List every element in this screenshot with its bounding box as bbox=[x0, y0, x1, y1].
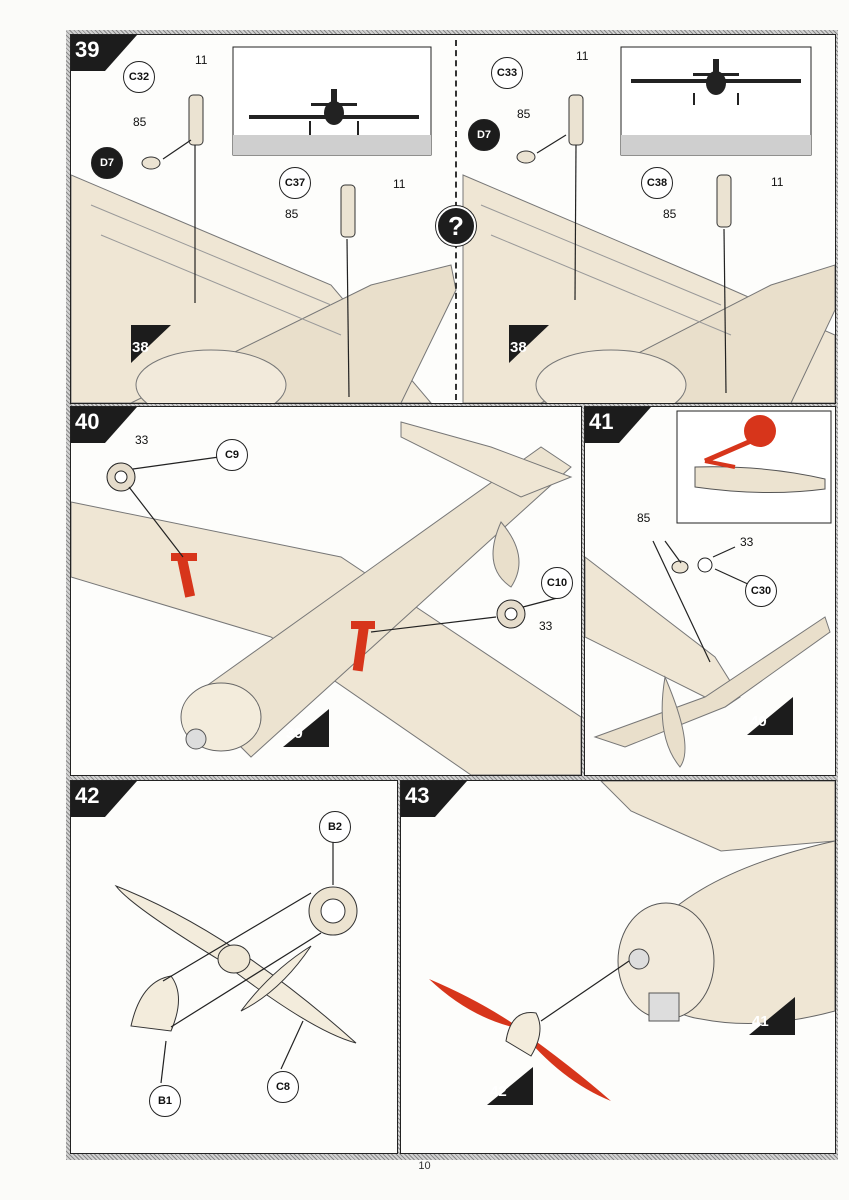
from-step-ref: 38 bbox=[132, 339, 149, 356]
step-number-tab: 42 bbox=[71, 781, 141, 817]
ref-label: 33 bbox=[135, 433, 149, 447]
step-40-illustration bbox=[71, 421, 581, 775]
step-number: 43 bbox=[405, 783, 430, 808]
part-callout: C32 bbox=[123, 61, 155, 93]
ref-label: 85 bbox=[637, 511, 651, 525]
step-39-illustration bbox=[71, 46, 835, 403]
ref-label: 33 bbox=[740, 535, 754, 549]
step-number-tab: 41 bbox=[585, 407, 655, 443]
part-callout: C38 bbox=[641, 167, 673, 199]
page-number: 10 bbox=[418, 1160, 431, 1172]
ref-label: 85 bbox=[517, 107, 531, 121]
from-step-ref: 39 bbox=[283, 709, 329, 747]
ref-label: 33 bbox=[539, 619, 553, 633]
from-step-ref: 38 bbox=[510, 339, 527, 356]
ref-label: 85 bbox=[663, 207, 677, 221]
part-callout: C37 bbox=[279, 167, 311, 199]
step-number: 42 bbox=[75, 783, 100, 808]
ref-label: 11 bbox=[393, 177, 406, 191]
step-number: 41 bbox=[589, 409, 614, 434]
part-callout: D7 bbox=[468, 119, 500, 151]
part-callout: C33 bbox=[491, 57, 523, 89]
ref-label: 11 bbox=[195, 53, 208, 67]
step-41-illustration bbox=[585, 410, 832, 768]
part-callout: C9 bbox=[216, 439, 248, 471]
step-43-illustration bbox=[429, 781, 835, 1101]
ref-label: 11 bbox=[576, 49, 589, 63]
from-step-ref: 41 bbox=[749, 997, 795, 1035]
from-step-ref: 40 bbox=[747, 697, 793, 735]
step-42-illustration bbox=[114, 841, 358, 1084]
step-40-panel: 40 C9 C10 33 33 39 bbox=[70, 406, 582, 776]
step-41-panel: 41 C30 85 33 40 bbox=[584, 406, 836, 776]
ref-label: 11 bbox=[771, 175, 784, 189]
step-number: 40 bbox=[75, 409, 100, 434]
from-step-ref: 42 bbox=[487, 1067, 533, 1105]
part-callout: B1 bbox=[149, 1085, 181, 1117]
step-number: 39 bbox=[75, 37, 100, 62]
step-number-tab: 40 bbox=[71, 407, 141, 443]
question-mark-icon: ? bbox=[436, 206, 476, 246]
step-number-tab: 39 bbox=[71, 35, 141, 71]
step-42-panel: 42 B2 B1 C8 bbox=[70, 780, 398, 1154]
ref-label: 85 bbox=[133, 115, 147, 129]
step-number-tab: 43 bbox=[401, 781, 471, 817]
part-callout: C10 bbox=[541, 567, 573, 599]
step-43-panel: 43 41 42 bbox=[400, 780, 836, 1154]
part-callout: D7 bbox=[91, 147, 123, 179]
part-callout: B2 bbox=[319, 811, 351, 843]
part-callout: C8 bbox=[267, 1071, 299, 1103]
ref-label: 85 bbox=[285, 207, 299, 221]
part-callout: C30 bbox=[745, 575, 777, 607]
